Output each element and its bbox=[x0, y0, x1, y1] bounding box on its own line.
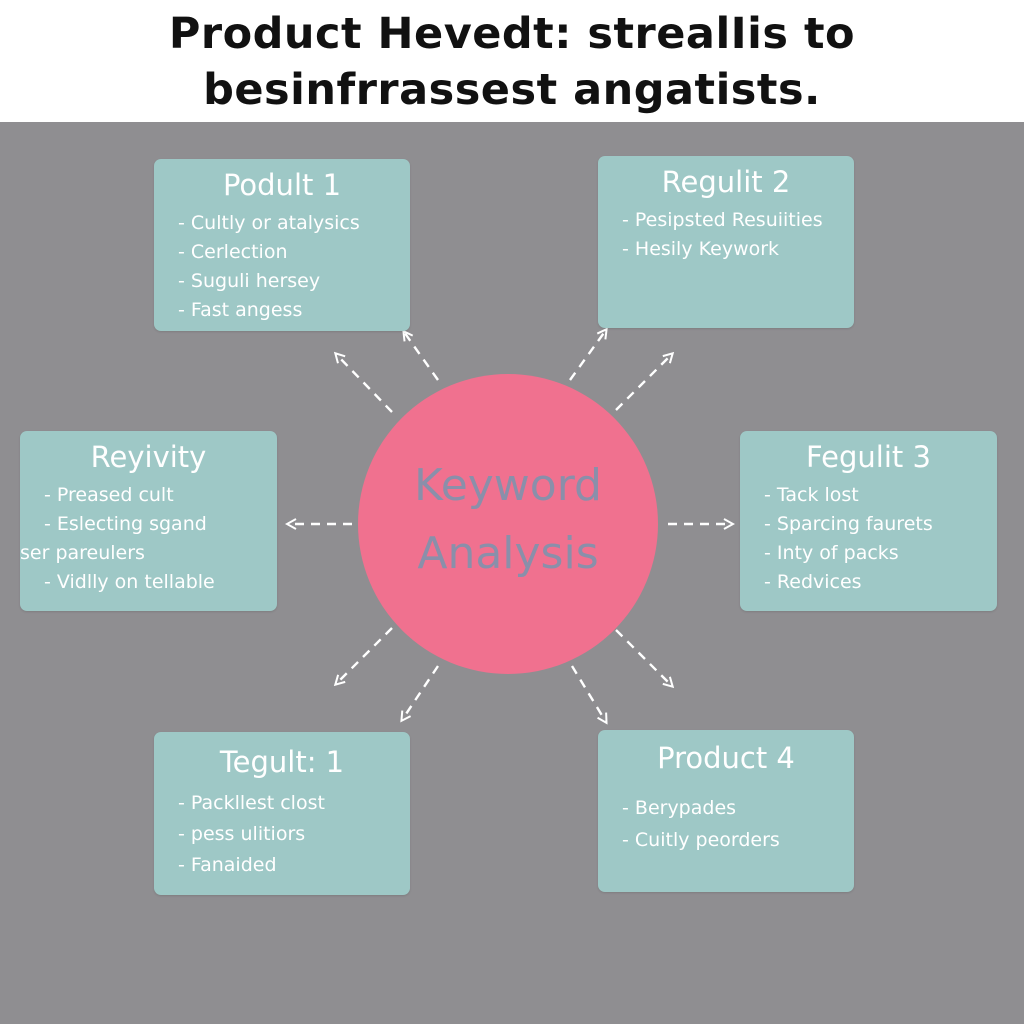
page-title-line-2: besinfrrassest angatists. bbox=[203, 65, 821, 115]
card-right: Fegulit 3 Tack lost Sparcing faurets Int… bbox=[740, 431, 997, 611]
list-item: Cuitly peorders bbox=[622, 824, 854, 856]
card-list: Pesipsted Resuiities Hesily Keywork bbox=[598, 206, 854, 264]
arrow-to-top-right-1 bbox=[569, 330, 606, 381]
card-list: Packllest clost pess ulitiors Fanaided bbox=[154, 788, 410, 881]
card-title: Product 4 bbox=[657, 741, 795, 775]
list-item: Cerlection bbox=[178, 238, 410, 267]
list-item: Inty of packs bbox=[764, 539, 997, 568]
card-title: Regulit 2 bbox=[661, 165, 791, 199]
list-item: pess ulitiors bbox=[178, 819, 410, 850]
card-top-right: Regulit 2 Pesipsted Resuiities Hesily Ke… bbox=[598, 156, 854, 328]
list-item: Fanaided bbox=[178, 850, 410, 881]
card-list: Berypades Cuitly peorders bbox=[598, 792, 854, 856]
title-band: Product Hevedt: strealIis to besinfrrass… bbox=[0, 0, 1024, 122]
arrow-to-bottom-right-1 bbox=[570, 665, 606, 722]
card-title: Tegult: 1 bbox=[219, 745, 345, 779]
list-item: Berypades bbox=[622, 792, 854, 824]
card-list: Cultly or atalysics Cerlection Suguli he… bbox=[154, 209, 410, 325]
list-item: Pesipsted Resuiities bbox=[622, 206, 854, 235]
card-title: Fegulit 3 bbox=[806, 440, 931, 474]
page-title-line-1: Product Hevedt: strealIis to bbox=[168, 9, 856, 59]
list-item: Vidlly on tellable bbox=[44, 568, 277, 597]
list-item: Redvices bbox=[764, 568, 997, 597]
arrow-to-bottom-left-2 bbox=[402, 665, 439, 720]
list-item: Eslecting sgand bbox=[44, 510, 277, 539]
list-item: Suguli hersey bbox=[178, 267, 410, 296]
card-list: Tack lost Sparcing faurets Inty of packs… bbox=[740, 481, 997, 597]
card-list: Preased cult Eslecting sgand ser pareule… bbox=[20, 481, 277, 597]
card-bottom-right: Product 4 Berypades Cuitly peorders bbox=[598, 730, 854, 892]
card-title: Reyivity bbox=[90, 440, 207, 474]
arrow-to-top-left-2 bbox=[404, 332, 439, 381]
arrow-to-bottom-right-2 bbox=[615, 629, 672, 686]
list-item: Sparcing faurets bbox=[764, 510, 997, 539]
arrow-to-bottom-left-1 bbox=[336, 627, 393, 684]
list-item: Fast angess bbox=[178, 296, 410, 325]
list-item-continuation: ser pareulers bbox=[20, 542, 145, 564]
list-item: Packllest clost bbox=[178, 788, 410, 819]
arrow-to-top-right-2 bbox=[615, 354, 672, 411]
arrow-to-top-left-1 bbox=[336, 354, 393, 413]
list-item: Preased cult bbox=[44, 481, 277, 510]
card-bottom-left: Tegult: 1 Packllest clost pess ulitiors … bbox=[154, 732, 410, 895]
list-item: Hesily Keywork bbox=[622, 235, 854, 264]
list-item: Tack lost bbox=[764, 481, 997, 510]
page-title: Product Hevedt: strealIis to besinfrrass… bbox=[0, 6, 1024, 118]
card-left: Reyivity Preased cult Eslecting sgand se… bbox=[20, 431, 277, 611]
card-title: Podult 1 bbox=[222, 168, 342, 202]
list-item: Cultly or atalysics bbox=[178, 209, 410, 238]
hub-label: Keyword Analysis bbox=[358, 452, 658, 588]
keyword-analysis-hub: Keyword Analysis bbox=[358, 374, 658, 674]
hub-label-line-1: Keyword bbox=[414, 460, 602, 511]
card-top-left: Podult 1 Cultly or atalysics Cerlection … bbox=[154, 159, 410, 331]
hub-label-line-2: Analysis bbox=[417, 528, 599, 579]
